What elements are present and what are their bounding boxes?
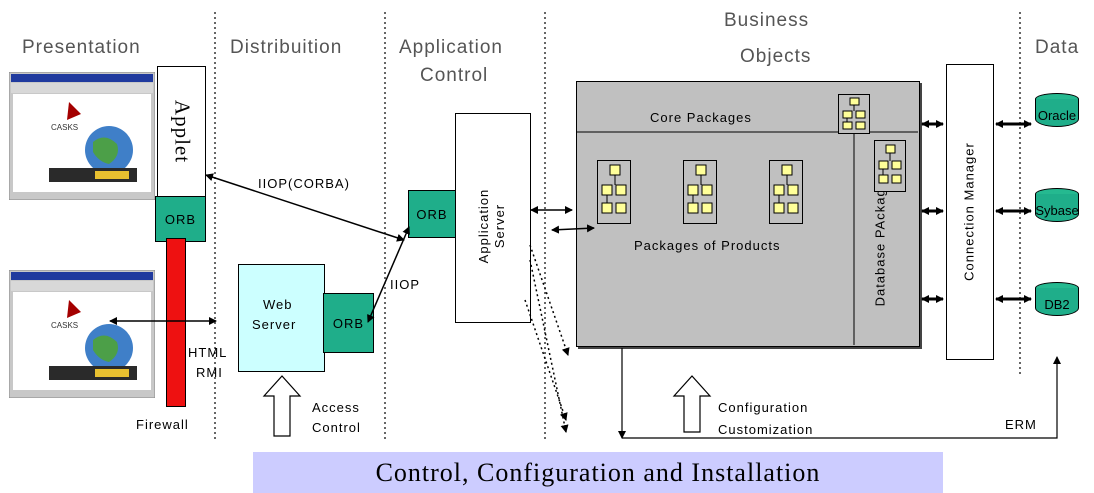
database-oracle-icon: Oracle bbox=[1035, 93, 1079, 127]
database-oracle-label: Oracle bbox=[1035, 99, 1079, 127]
package-icon bbox=[874, 140, 906, 192]
connection-manager-box bbox=[946, 64, 994, 360]
database-db2-label: DB2 bbox=[1035, 288, 1079, 316]
html-label: HTML bbox=[188, 345, 228, 360]
application-server-box bbox=[455, 113, 531, 323]
browser-screenshot-icon: CASKS bbox=[8, 71, 156, 201]
customization-label: Customization bbox=[718, 422, 814, 437]
svg-text:CASKS: CASKS bbox=[51, 321, 78, 330]
footer-title: Control, Configuration and Installation bbox=[375, 458, 821, 487]
layer-title-presentation: Presentation bbox=[22, 37, 141, 58]
configuration-label: Configuration bbox=[718, 400, 809, 415]
rmi-label: RMI bbox=[196, 365, 223, 380]
web-server-label: Web bbox=[263, 297, 293, 312]
core-packages-label: Core Packages bbox=[650, 110, 752, 125]
layer-title-application-control-2: Control bbox=[420, 65, 489, 86]
access-control-label-2: Control bbox=[312, 420, 361, 435]
layer-title-application-control: Application bbox=[399, 37, 503, 58]
packages-of-products-label: Packages of Products bbox=[634, 238, 781, 253]
applet-box: Applet bbox=[157, 66, 206, 198]
application-orb: ORB bbox=[408, 190, 456, 238]
svg-text:CASKS: CASKS bbox=[51, 123, 78, 132]
layer-title-distribution: Distribuition bbox=[230, 37, 343, 58]
package-icon bbox=[597, 160, 631, 224]
web-server-orb: ORB bbox=[323, 293, 374, 353]
access-control-label: Access bbox=[312, 400, 360, 415]
erm-label: ERM bbox=[1005, 417, 1037, 432]
database-sybase-icon: Sybase bbox=[1035, 188, 1079, 222]
browser-screenshot-icon: CASKS bbox=[8, 269, 156, 399]
package-icon bbox=[838, 94, 870, 134]
firewall-label: Firewall bbox=[136, 417, 189, 432]
database-db2-icon: DB2 bbox=[1035, 282, 1079, 316]
layer-title-data: Data bbox=[1035, 37, 1080, 58]
package-icon bbox=[683, 160, 717, 224]
web-server-label-2: Server bbox=[252, 317, 297, 332]
database-sybase-label: Sybase bbox=[1035, 194, 1079, 222]
footer-bar: Control, Configuration and Installation bbox=[253, 452, 943, 493]
layer-title-business-objects-2: Objects bbox=[740, 46, 812, 67]
layer-title-business-objects: Business bbox=[724, 10, 810, 31]
web-server-box bbox=[238, 264, 325, 372]
package-icon bbox=[769, 160, 803, 224]
